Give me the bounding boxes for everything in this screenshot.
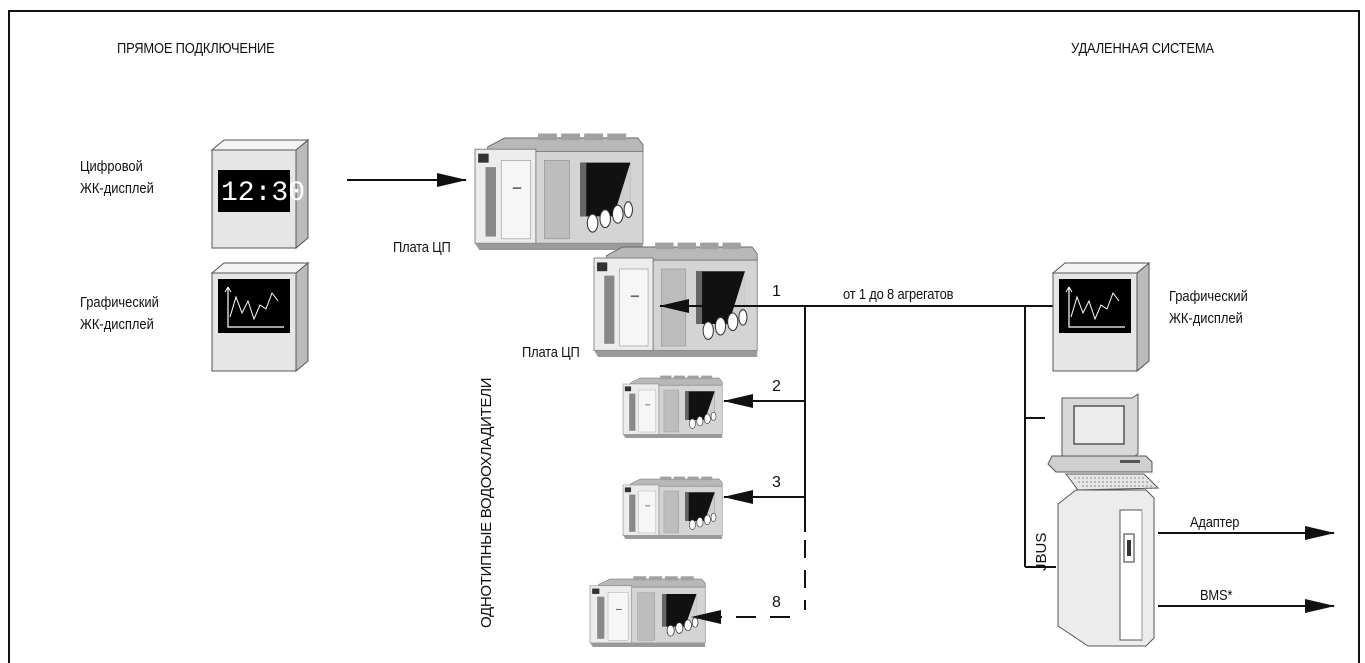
chiller-unit-2: [622, 375, 723, 439]
digital-lcd-label: Цифровой ЖК-дисплей: [80, 156, 154, 200]
graphic-lcd-device-right: [1052, 262, 1150, 372]
jbus-gateway-tower: [1057, 489, 1155, 647]
pc-computer: [1047, 393, 1160, 491]
jbus-label: JBUS: [1033, 532, 1050, 571]
graphic-lcd-left-line2: ЖК-дисплей: [80, 316, 154, 333]
digital-lcd-label-line1: Цифровой: [80, 158, 143, 175]
chiller-unit-1: [593, 242, 758, 358]
unit-number-8: 8: [772, 594, 781, 611]
cpu-board-label-top: Плата ЦП: [393, 239, 451, 256]
chiller-unit-3: [622, 476, 723, 540]
digital-lcd-device: [211, 139, 309, 249]
header-direct: ПРЯМОЕ ПОДКЛЮЧЕНИЕ: [117, 40, 275, 57]
unit-number-1: 1: [772, 283, 781, 300]
diagram-frame: [8, 10, 1360, 663]
chiller-group-label: ОДНОТИПНЫЕ ВОДООХЛАДИТЕЛИ: [478, 377, 495, 628]
unit-number-3: 3: [772, 474, 781, 491]
graphic-lcd-device-left: [211, 262, 309, 372]
unit-number-2: 2: [772, 378, 781, 395]
graphic-lcd-right-line2: ЖК-дисплей: [1169, 310, 1243, 327]
bms-label: BMS*: [1200, 587, 1233, 604]
range-label: от 1 до 8 агрегатов: [843, 286, 954, 303]
chiller-top: [474, 132, 644, 251]
adapter-label: Адаптер: [1190, 514, 1240, 531]
graphic-lcd-label-left: Графический ЖК-дисплей: [80, 292, 159, 336]
chiller-unit-8: [589, 575, 706, 648]
header-remote: УДАЛЕННАЯ СИСТЕМА: [1071, 40, 1214, 57]
graphic-lcd-left-line1: Графический: [80, 294, 159, 311]
lcd-clock-text: 12:30: [221, 178, 305, 209]
graphic-lcd-label-right: Графический ЖК-дисплей: [1169, 286, 1248, 330]
graphic-lcd-right-line1: Графический: [1169, 288, 1248, 305]
digital-lcd-label-line2: ЖК-дисплей: [80, 180, 154, 197]
cpu-board-label-main: Плата ЦП: [522, 344, 580, 361]
